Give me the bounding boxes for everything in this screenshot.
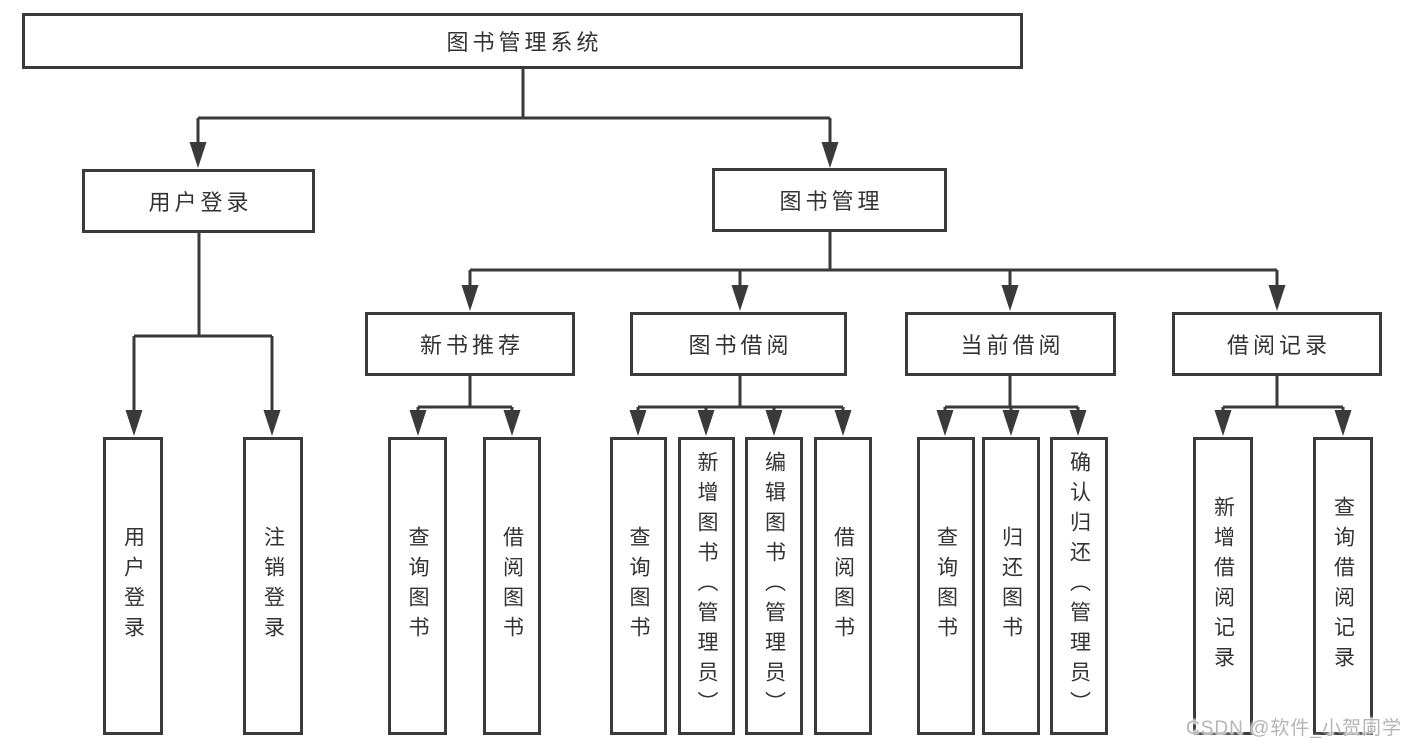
leaf-nb-query-book-label: 查询图书 xyxy=(406,526,429,646)
node-book-borrow-label: 图书借阅 xyxy=(688,333,793,358)
leaf-cb-confirm-return: 确认归还（管理员） xyxy=(1050,437,1108,735)
node-current-borrow-label: 当前借阅 xyxy=(960,333,1065,358)
leaf-cb-query-book-label: 查询图书 xyxy=(934,526,958,646)
node-new-book-recommend: 新书推荐 xyxy=(365,312,575,376)
node-root-label: 图书管理系统 xyxy=(446,30,603,55)
leaf-bb-borrow-book: 借阅图书 xyxy=(814,437,872,735)
node-borrow-record: 借阅记录 xyxy=(1172,312,1382,376)
leaf-cb-return-book: 归还图书 xyxy=(982,437,1040,735)
leaf-nb-borrow-book-label: 借阅图书 xyxy=(500,526,524,646)
leaf-cb-query-book: 查询图书 xyxy=(917,437,975,735)
node-current-borrow: 当前借阅 xyxy=(905,312,1116,376)
leaf-bb-borrow-book-label: 借阅图书 xyxy=(831,526,855,646)
leaf-br-query-record: 查询借阅记录 xyxy=(1313,437,1373,735)
leaf-nb-query-book: 查询图书 xyxy=(388,437,447,735)
leaf-logout: 注销登录 xyxy=(243,437,303,735)
leaf-bb-add-book-label: 新增图书（管理员） xyxy=(695,451,718,721)
leaf-bb-edit-book-label: 编辑图书（管理员） xyxy=(762,451,786,721)
leaf-bb-query-book: 查询图书 xyxy=(610,437,667,735)
leaf-user-login: 用户登录 xyxy=(103,437,163,735)
leaf-br-add-record-label: 新增借阅记录 xyxy=(1211,496,1235,676)
leaf-bb-query-book-label: 查询图书 xyxy=(627,526,650,646)
leaf-logout-label: 注销登录 xyxy=(261,526,285,646)
leaf-br-query-record-label: 查询借阅记录 xyxy=(1331,496,1355,676)
leaf-nb-borrow-book: 借阅图书 xyxy=(483,437,541,735)
leaf-bb-add-book: 新增图书（管理员） xyxy=(678,437,735,735)
node-borrow-record-label: 借阅记录 xyxy=(1226,333,1331,358)
node-book-borrow: 图书借阅 xyxy=(630,312,847,376)
node-user-login-label: 用户登录 xyxy=(148,190,253,215)
node-root: 图书管理系统 xyxy=(22,13,1023,69)
leaf-cb-confirm-return-label: 确认归还（管理员） xyxy=(1067,451,1091,721)
node-book-management-label: 图书管理 xyxy=(779,189,884,214)
node-new-book-recommend-label: 新书推荐 xyxy=(419,333,524,358)
leaf-cb-return-book-label: 归还图书 xyxy=(999,526,1023,646)
leaf-br-add-record: 新增借阅记录 xyxy=(1193,437,1253,735)
leaf-bb-edit-book: 编辑图书（管理员） xyxy=(745,437,803,735)
node-user-login: 用户登录 xyxy=(82,169,315,233)
node-book-management: 图书管理 xyxy=(712,168,947,232)
leaf-user-login-label: 用户登录 xyxy=(121,526,145,646)
csdn-watermark: CSDN @软件_小贺同学 xyxy=(1186,718,1402,739)
